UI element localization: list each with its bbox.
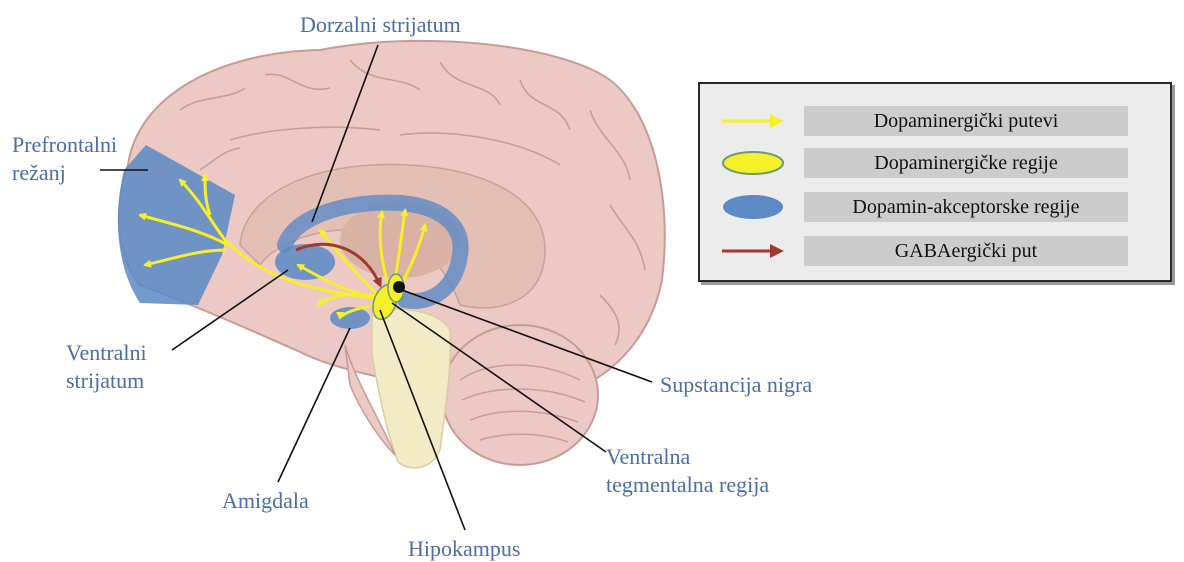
blue-ellipse-icon [718, 192, 788, 222]
legend-row-dopaminergic-regions: Dopaminergičke regije [700, 148, 1170, 178]
label-ventral-striatum-line1: Ventralni [66, 340, 147, 366]
label-hippocampus: Hipokampus [408, 536, 520, 562]
legend-label-receptor-regions: Dopamin-akceptorske regije [804, 192, 1128, 222]
label-vta-line2: tegmentalna regija [606, 472, 769, 498]
label-prefrontal-line2: režanj [12, 160, 66, 186]
brainstem [372, 309, 450, 468]
legend-row-gabaergic-pathway: GABAergički put [700, 236, 1170, 266]
label-amygdala: Amigdala [222, 488, 309, 514]
legend-label-gabaergic-pathway: GABAergički put [804, 236, 1128, 266]
legend-row-dopaminergic-pathways: Dopaminergički putevi [700, 106, 1170, 136]
legend-box: Dopaminergički putevi Dopaminergičke reg… [698, 82, 1172, 282]
yellow-arrow-icon [718, 106, 788, 136]
red-arrow-icon [718, 236, 788, 266]
label-dorsal-striatum: Dorzalni strijatum [300, 12, 461, 38]
legend-label-dopaminergic-regions: Dopaminergičke regije [804, 148, 1128, 178]
label-prefrontal-line1: Prefrontalni [12, 132, 117, 158]
ventral-striatum-region [275, 244, 335, 280]
cerebellum [442, 325, 598, 465]
legend-row-receptor-regions: Dopamin-akceptorske regije [700, 192, 1170, 222]
legend-label-dopaminergic-pathways: Dopaminergički putevi [804, 106, 1128, 136]
label-ventral-striatum-line2: strijatum [66, 368, 144, 394]
yellow-ellipse-icon [718, 148, 788, 178]
label-substantia-nigra: Supstancija nigra [660, 372, 812, 398]
label-vta-line1: Ventralna [606, 444, 690, 470]
